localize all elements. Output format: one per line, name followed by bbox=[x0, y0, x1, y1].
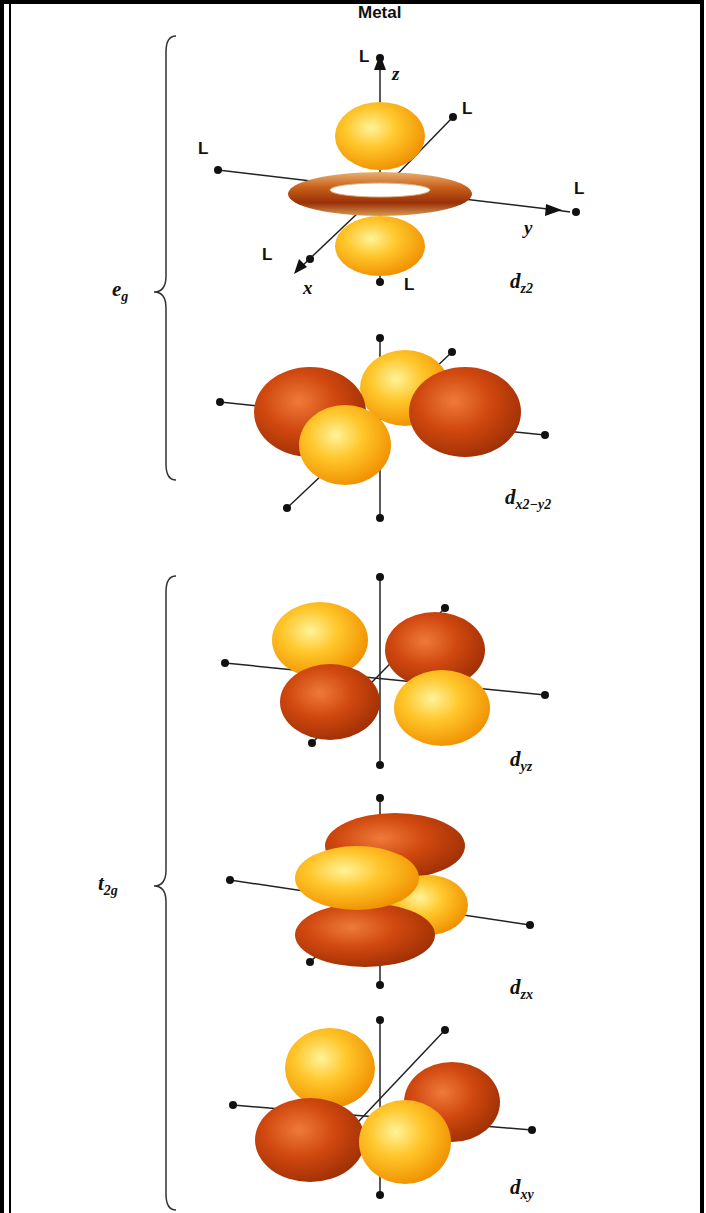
orbital-lobe bbox=[280, 664, 380, 740]
ligand-dot bbox=[306, 255, 314, 263]
ligand-dot bbox=[376, 278, 384, 286]
ligand-dot bbox=[221, 659, 229, 667]
orbital-label: dx2−y2 bbox=[505, 486, 551, 509]
figure-title: Metal bbox=[358, 4, 401, 23]
arrow-head bbox=[374, 54, 386, 70]
ligand-dot bbox=[528, 1126, 536, 1134]
ligand-dot bbox=[449, 113, 457, 121]
ligand-label: L bbox=[262, 246, 272, 265]
axis-label: z bbox=[392, 64, 399, 85]
ligand-dot bbox=[216, 398, 224, 406]
orbital-lobe bbox=[255, 1098, 365, 1182]
ligand-dot bbox=[448, 348, 456, 356]
ligand-dot bbox=[226, 876, 234, 884]
ligand-dot bbox=[526, 921, 534, 929]
frame-line bbox=[9, 4, 11, 1213]
orbital-lobe bbox=[295, 846, 419, 910]
ligand-label: L bbox=[198, 140, 208, 159]
orbital-lobe bbox=[335, 102, 425, 170]
brace bbox=[154, 576, 176, 1210]
ligand-dot bbox=[541, 691, 549, 699]
ligand-dot bbox=[441, 1026, 449, 1034]
orbital-lobe bbox=[359, 1100, 451, 1184]
orbital-lobe bbox=[394, 670, 490, 746]
ligand-dot bbox=[306, 958, 314, 966]
axis-label: x bbox=[303, 278, 313, 299]
ligand-dot bbox=[376, 1016, 384, 1024]
ligand-dot bbox=[541, 431, 549, 439]
ligand-dot bbox=[376, 334, 384, 342]
axis-line bbox=[225, 663, 545, 695]
orbital-lobe bbox=[299, 405, 391, 485]
orbital-label: dz2 bbox=[510, 270, 533, 293]
ligand-dot bbox=[376, 761, 384, 769]
torus-hole bbox=[330, 183, 430, 197]
orbital-lobe bbox=[409, 367, 521, 457]
ligand-dot bbox=[376, 54, 384, 62]
orbital-label: dxy bbox=[510, 1176, 534, 1199]
ligand-dot bbox=[441, 604, 449, 612]
ligand-dot bbox=[283, 504, 291, 512]
arrow-head bbox=[294, 259, 307, 274]
ligand-label: L bbox=[404, 276, 414, 295]
orbital-lobe bbox=[285, 1028, 375, 1108]
ligand-dot bbox=[214, 166, 222, 174]
ligand-label: L bbox=[359, 48, 369, 67]
orbital-label: dzx bbox=[510, 976, 533, 999]
brace bbox=[154, 36, 176, 480]
orbital-torus bbox=[288, 172, 472, 216]
axis-label: y bbox=[524, 218, 532, 239]
ligand-dot bbox=[308, 739, 316, 747]
ligand-dot bbox=[376, 794, 384, 802]
set-label: eg bbox=[112, 278, 128, 301]
ligand-label: L bbox=[574, 180, 584, 199]
orbital-lobe bbox=[295, 903, 435, 967]
ligand-dot bbox=[229, 1101, 237, 1109]
arrow-head bbox=[545, 204, 562, 216]
ligand-dot bbox=[572, 208, 580, 216]
ligand-dot bbox=[376, 514, 384, 522]
set-label: t2g bbox=[98, 872, 118, 895]
ligand-dot bbox=[376, 573, 384, 581]
axis-line bbox=[379, 577, 381, 765]
orbital-label: dyz bbox=[510, 748, 532, 771]
ligand-dot bbox=[376, 981, 384, 989]
ligand-label: L bbox=[462, 100, 472, 119]
orbital-lobe bbox=[335, 216, 425, 276]
ligand-dot bbox=[376, 1191, 384, 1199]
